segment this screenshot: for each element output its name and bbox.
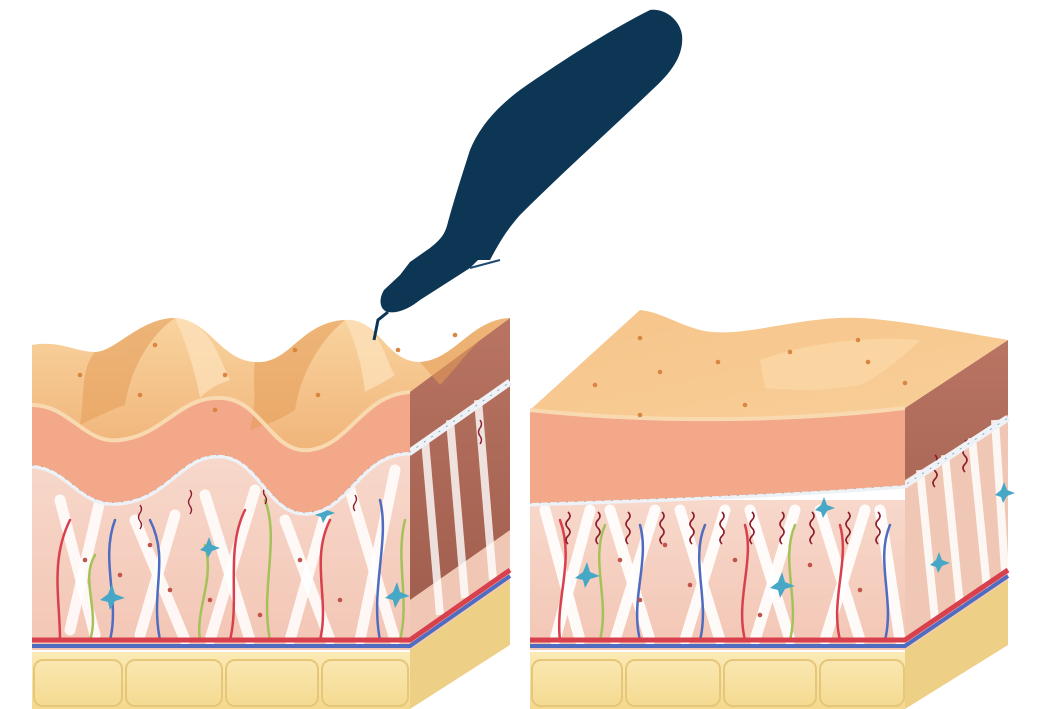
before-skin-block bbox=[32, 318, 510, 709]
handheld-device bbox=[374, 10, 682, 340]
device-tip bbox=[374, 312, 388, 340]
device-body bbox=[381, 10, 683, 313]
after-skin-block bbox=[530, 310, 1015, 709]
after-epidermis bbox=[530, 408, 905, 503]
